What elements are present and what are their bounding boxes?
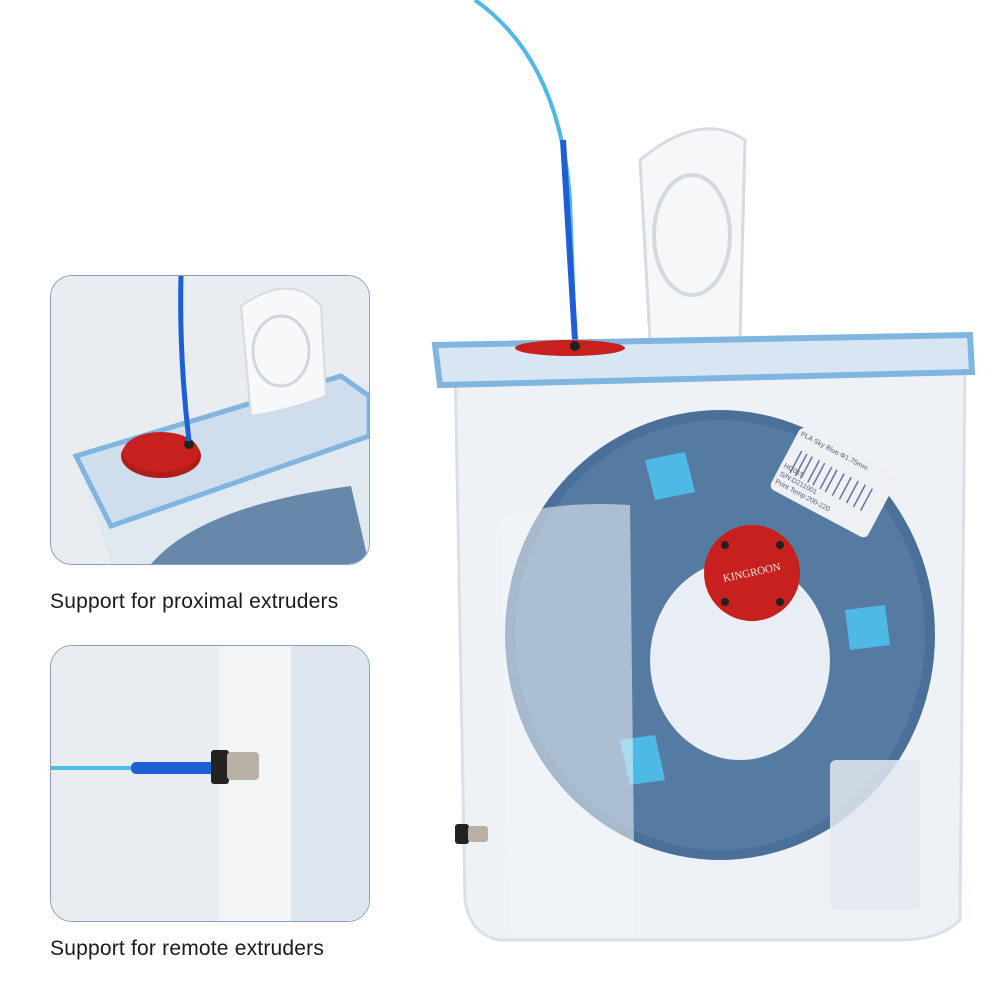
proximal-extruder-photo bbox=[50, 275, 370, 565]
dry-box-product-photo: KINGROON PLA Sky Blue Φ1.75mm HC019 S/N:… bbox=[400, 0, 1000, 960]
caption-proximal: Support for proximal extruders bbox=[50, 590, 339, 613]
caption-remote: Support for remote extruders bbox=[50, 937, 325, 960]
remote-extruder-photo bbox=[50, 645, 370, 922]
